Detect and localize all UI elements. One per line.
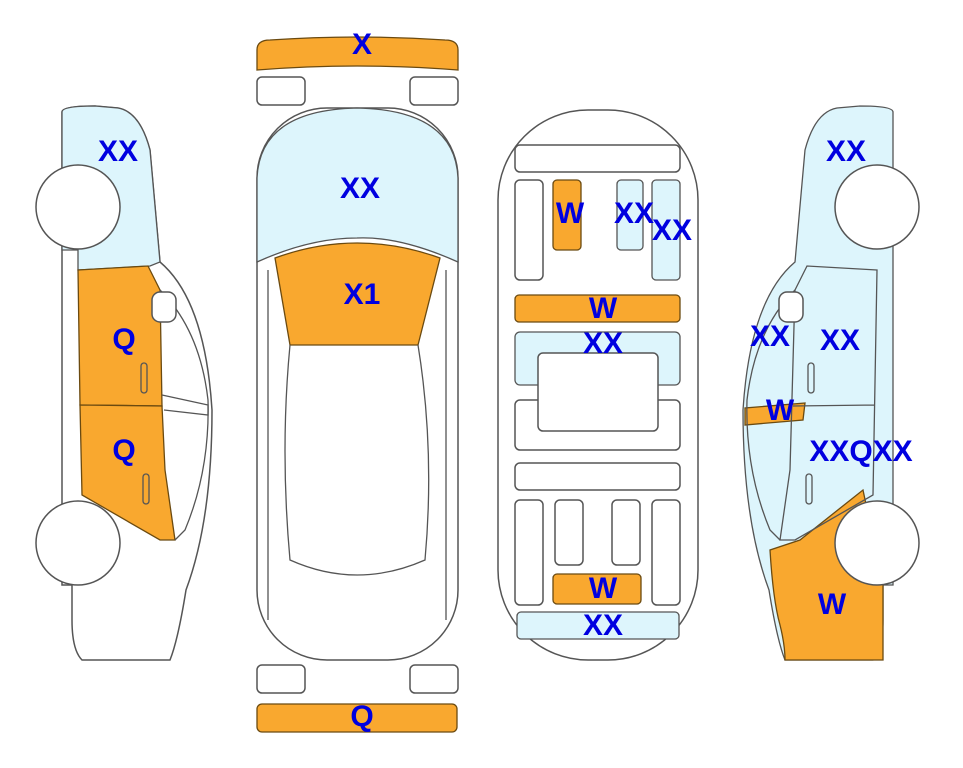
interior-panel	[514, 179, 544, 281]
interior-panel	[611, 499, 641, 566]
damage-label: XX	[826, 135, 866, 168]
interior-part-damaged[interactable]	[516, 611, 680, 640]
damage-label: Q	[350, 700, 373, 733]
left-side-view: XX Q Q	[35, 105, 213, 661]
damage-label: XX	[820, 324, 860, 357]
door-handle-icon	[805, 473, 813, 505]
interior-part-damaged[interactable]	[514, 294, 681, 323]
damage-label: XXQXX	[809, 435, 912, 468]
right-rear-wheel	[834, 500, 920, 586]
damage-label: W	[766, 394, 795, 427]
windshield[interactable]	[274, 242, 441, 346]
interior-panel	[514, 144, 681, 173]
interior-panel	[514, 462, 681, 491]
taillight-left	[256, 664, 306, 694]
taillight-right	[409, 664, 459, 694]
damage-label: W	[589, 572, 618, 605]
interior-panel	[651, 499, 681, 606]
damage-label: X	[352, 28, 372, 61]
headlight-right	[409, 76, 459, 106]
front-bumper[interactable]	[256, 36, 459, 71]
damage-label: X1	[344, 278, 381, 311]
interior-panel	[514, 499, 544, 606]
damage-label: Q	[112, 434, 135, 467]
interior-part-damaged[interactable]	[616, 179, 644, 251]
damage-label: Q	[112, 323, 135, 356]
door-handle-icon	[140, 362, 148, 394]
right-side-view: XX XX XX W XXQXX W	[742, 105, 920, 661]
damage-label: XX	[652, 214, 692, 247]
left-mirror	[151, 291, 177, 323]
damage-label: W	[818, 588, 847, 621]
interior-part-damaged[interactable]	[651, 179, 681, 281]
damage-label: XX	[98, 135, 138, 168]
door-handle-icon	[807, 362, 815, 394]
door-handle-icon	[142, 473, 150, 505]
interior-part-damaged[interactable]	[552, 179, 582, 251]
left-rear-wheel	[35, 500, 121, 586]
damage-label: XX	[340, 172, 380, 205]
interior-part-damaged[interactable]	[552, 573, 642, 605]
right-front-wheel	[834, 164, 920, 250]
interior-panel	[537, 352, 659, 432]
headlight-left	[256, 76, 306, 106]
damage-label: XX	[583, 609, 623, 642]
top-view: X XX X1 Q	[256, 28, 459, 733]
right-sill-sliver[interactable]	[744, 402, 806, 426]
damage-label: XX	[583, 327, 623, 360]
interior-panel	[554, 499, 584, 566]
damage-label: XX	[614, 197, 654, 230]
hood[interactable]	[256, 107, 459, 264]
rear-bumper[interactable]	[256, 703, 458, 733]
damage-label: XX	[750, 320, 790, 353]
interior-view: W XX XX W XX W XX	[497, 109, 699, 661]
right-mirror	[778, 291, 804, 323]
damage-label: W	[589, 292, 618, 325]
damage-label: W	[556, 197, 585, 230]
left-front-wheel	[35, 164, 121, 250]
